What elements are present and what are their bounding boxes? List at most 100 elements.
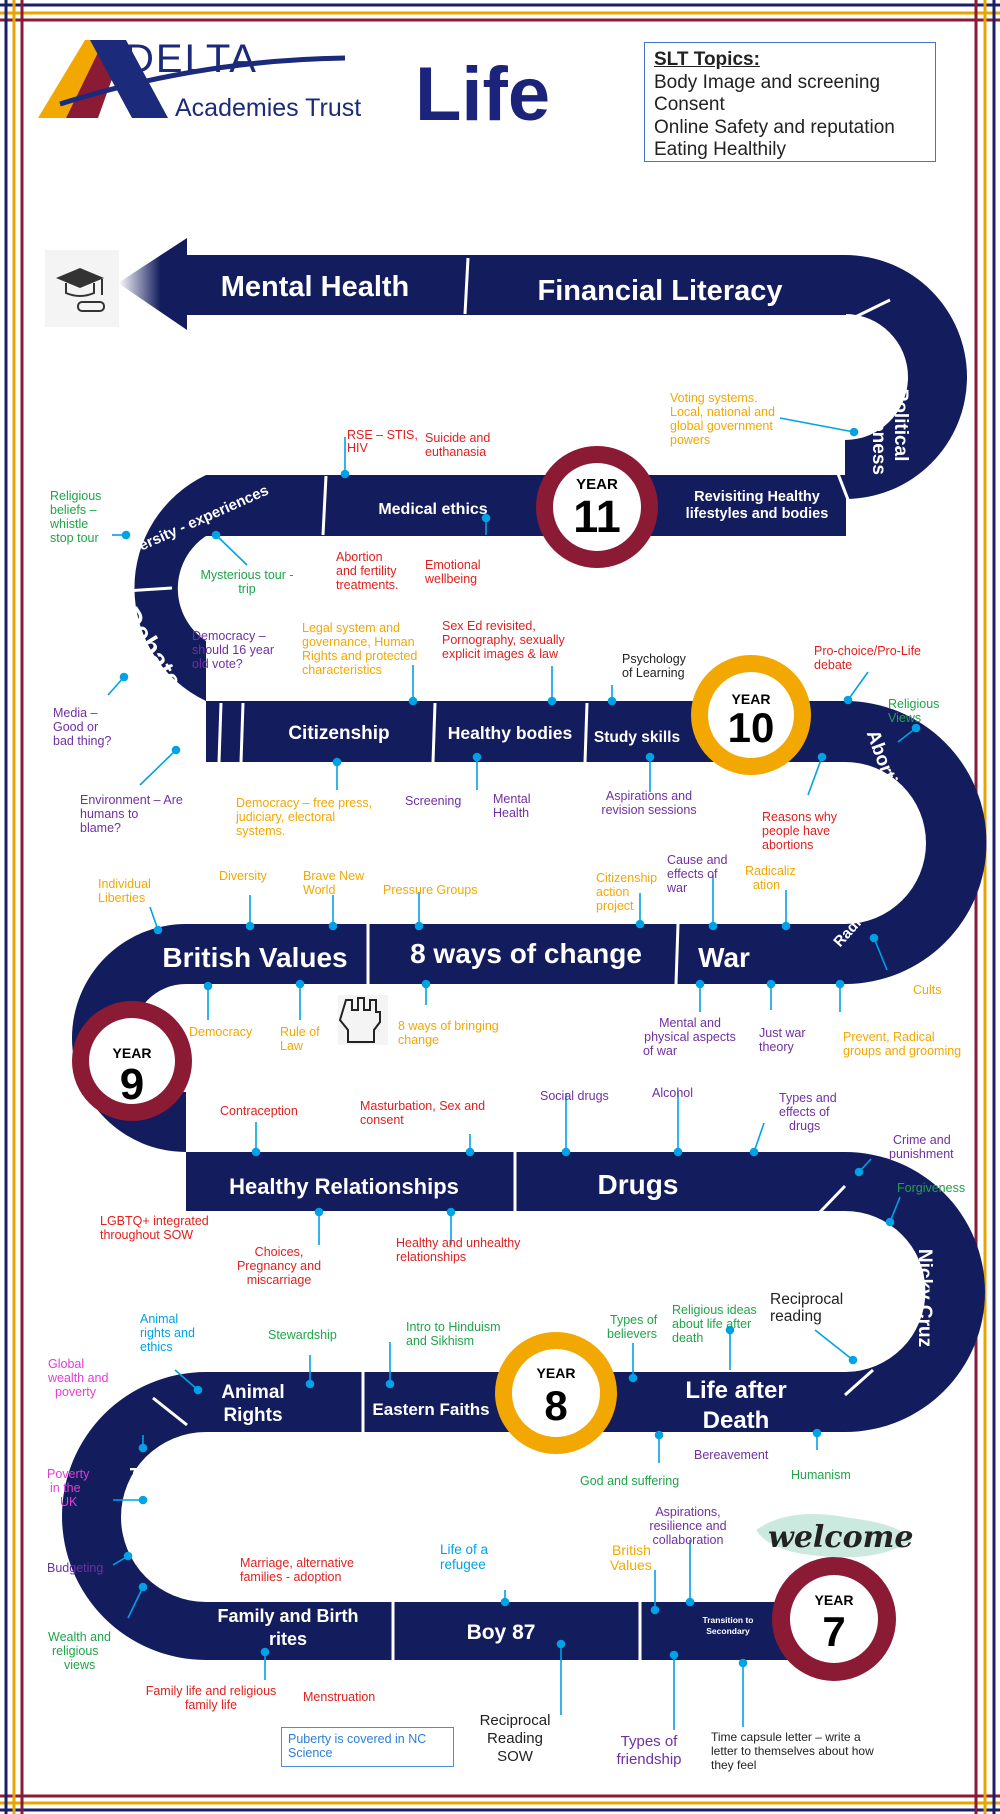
svg-text:governance, Human: governance, Human (302, 635, 415, 649)
road-labels: Mental Health Financial Literacy Politic… (115, 271, 935, 1649)
ann-bereavement: Bereavement (694, 1448, 769, 1462)
svg-text:powers: powers (670, 433, 710, 447)
ann-pressure-groups: Pressure Groups (383, 883, 477, 897)
ann-types-drugs: Types and (779, 1091, 837, 1105)
ann-choices: Choices, (255, 1245, 304, 1259)
ann-cause-war: Cause and (667, 853, 728, 867)
ann-democracy: Democracy (189, 1025, 253, 1039)
ann-humanism: Humanism (791, 1468, 851, 1482)
road-separators (109, 257, 926, 1660)
label-revisiting-2: lifestyles and bodies (686, 506, 829, 522)
svg-text:resilience and: resilience and (649, 1519, 726, 1533)
ann-types-friendship: Types of (621, 1733, 679, 1750)
ann-religious-ideas: Religious ideas (672, 1303, 757, 1317)
svg-text:rights and: rights and (140, 1326, 195, 1340)
ann-healthy-unhealthy: Healthy and unhealthy (396, 1236, 521, 1250)
svg-text:groups and grooming: groups and grooming (843, 1044, 961, 1058)
ann-individual-liberties: Individual (98, 877, 151, 891)
svg-text:debate: debate (814, 658, 852, 672)
ann-free-press: Democracy – free press, (236, 796, 372, 810)
ann-religious-views: Religious (888, 697, 939, 711)
ann-legal-system: Legal system and (302, 621, 400, 635)
svg-text:abortions: abortions (762, 838, 813, 852)
svg-text:physical aspects: physical aspects (644, 1030, 736, 1044)
svg-text:people have: people have (762, 824, 830, 838)
year-10-number: 10 (728, 704, 775, 751)
welcome-text: welcome (768, 1520, 913, 1555)
year-9-number: 9 (120, 1060, 144, 1109)
ann-abortion-fertility: Abortion (336, 550, 383, 564)
svg-text:miscarriage: miscarriage (247, 1273, 312, 1287)
ann-contraception: Contraception (220, 1104, 298, 1118)
ann-animal-rights-ethics: Animal (140, 1312, 178, 1326)
svg-text:change: change (398, 1033, 439, 1047)
label-wealth-poverty-2: Poverty (149, 1480, 168, 1543)
svg-text:and Sikhism: and Sikhism (406, 1334, 474, 1348)
label-eastern-faiths: Eastern Faiths (372, 1400, 489, 1419)
svg-text:about life after: about life after (672, 1317, 751, 1331)
svg-text:action: action (596, 885, 629, 899)
svg-text:war: war (666, 881, 687, 895)
welcome-graphic: welcome (756, 1514, 913, 1558)
ann-prevent: Prevent, Radical (843, 1030, 935, 1044)
svg-text:HIV: HIV (347, 441, 369, 455)
slt-item: Online Safety and reputation (654, 116, 895, 138)
svg-text:whistle: whistle (49, 517, 88, 531)
label-family-birth-2: rites (269, 1629, 307, 1649)
ann-rule-of-law: Rule of (280, 1025, 320, 1039)
ann-voting: Voting systems. (670, 391, 758, 405)
ann-forgiveness: Forgiveness (897, 1181, 965, 1195)
year-9-badge: YEAR 9 (72, 1001, 192, 1121)
ann-emotional: Emotional (425, 558, 481, 572)
svg-text:wealth and: wealth and (47, 1371, 109, 1385)
year-8-number: 8 (544, 1382, 567, 1429)
svg-text:letter to themselves about how: letter to themselves about how (711, 1744, 874, 1758)
ann-lgbtq: LGBTQ+ integrated (100, 1214, 209, 1228)
ann-types-believers: Types of (610, 1313, 658, 1327)
svg-text:World: World (303, 883, 335, 897)
ann-reciprocal-top: Reciprocal (770, 1291, 843, 1308)
svg-text:Health: Health (493, 806, 529, 820)
logo-subtitle: Academies Trust (175, 94, 361, 122)
ann-stewardship: Stewardship (268, 1328, 337, 1342)
svg-text:trip: trip (238, 582, 255, 596)
svg-text:YEAR: YEAR (732, 691, 771, 707)
slt-item: Eating Healthily (654, 139, 787, 160)
label-animal-rights-2: Rights (223, 1405, 282, 1426)
svg-text:collaboration: collaboration (653, 1533, 724, 1547)
delta-logo: DELTA Academies Trust (38, 37, 361, 122)
connectors (107, 417, 921, 1730)
label-life-after-death-1: Life after (685, 1377, 786, 1404)
svg-text:Values: Values (610, 1557, 652, 1573)
ann-social-drugs: Social drugs (540, 1089, 609, 1103)
svg-text:Local, national and: Local, national and (670, 405, 775, 419)
svg-text:Pregnancy and: Pregnancy and (237, 1259, 321, 1273)
ann-masturbation: Masturbation, Sex and (360, 1099, 485, 1113)
ann-budgeting: Budgeting (47, 1561, 103, 1575)
svg-text:relationships: relationships (396, 1250, 466, 1264)
svg-text:reading: reading (770, 1308, 822, 1325)
ann-psychology: Psychology (622, 652, 687, 666)
svg-text:global government: global government (670, 419, 773, 433)
slt-topics-box: SLT Topics: Body Image and screening Con… (644, 42, 936, 162)
ann-mysterious: Mysterious tour - (200, 568, 293, 582)
svg-text:ation: ation (753, 878, 780, 892)
ann-british-values: British (612, 1542, 651, 1558)
raised-fists-icon (338, 995, 388, 1045)
svg-text:drugs: drugs (789, 1119, 820, 1133)
svg-text:Pornography, sexually: Pornography, sexually (442, 633, 566, 647)
ann-brave-new-world: Brave New (303, 869, 365, 883)
svg-text:should 16 year: should 16 year (192, 643, 274, 657)
svg-text:Law: Law (280, 1039, 304, 1053)
svg-text:Views: Views (888, 711, 921, 725)
label-boy-87: Boy 87 (467, 1621, 536, 1644)
slt-item: Body Image and screening (654, 71, 881, 93)
label-political-1: Political (890, 389, 911, 462)
ann-family-religious: Family life and religious (146, 1684, 277, 1698)
svg-text:UK: UK (60, 1495, 78, 1509)
svg-text:they feel: they feel (711, 1758, 756, 1772)
svg-text:of Learning: of Learning (622, 666, 685, 680)
label-animal-rights-1: Animal (221, 1382, 284, 1403)
ann-sexed: Sex Ed revisited, (442, 619, 536, 633)
ann-just-war: Just war (759, 1026, 806, 1040)
